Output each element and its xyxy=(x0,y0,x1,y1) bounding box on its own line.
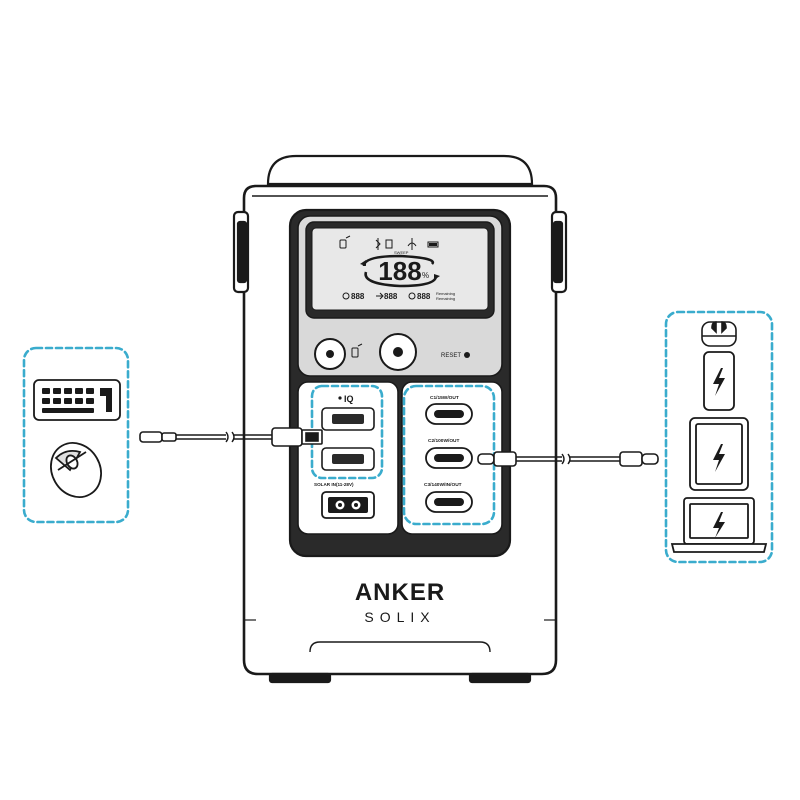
usb-c-cable-icon xyxy=(477,451,659,467)
lcd-content: SWEEP 188 % 888 888 888 Re xyxy=(339,235,455,301)
wifi-icon xyxy=(407,238,417,250)
solar-input-port[interactable] xyxy=(321,491,375,519)
left-side-handle xyxy=(232,210,250,294)
battery-status-icon xyxy=(427,241,439,248)
status-small-text: SWEEP xyxy=(394,250,409,255)
time-readout: 888 xyxy=(417,292,431,301)
percentage-unit: % xyxy=(422,271,429,280)
top-handle xyxy=(266,154,534,186)
brand-anker: ANKER xyxy=(355,579,445,606)
laptop-icon xyxy=(670,497,768,553)
earbuds-icon xyxy=(701,321,737,347)
input-power-readout: 888 xyxy=(351,292,365,301)
reset-label: RESET xyxy=(441,353,461,359)
usb-c3-port[interactable] xyxy=(425,491,473,513)
charge-swoosh-icon xyxy=(362,254,438,288)
output-power-readout: 888 xyxy=(384,292,398,301)
usb-a-header: IQ xyxy=(344,394,354,404)
brand-solix: SOLIX xyxy=(364,609,435,625)
usb-c2-port[interactable] xyxy=(425,447,473,469)
ac-output-icon xyxy=(351,343,363,358)
mouse-icon xyxy=(50,442,102,498)
foot-left xyxy=(268,672,332,684)
usb-c3-label: C3/140W/IN/OUT xyxy=(424,482,462,488)
bluetooth-icon xyxy=(375,238,381,250)
phone-icon xyxy=(703,351,735,411)
usb-a-port-2[interactable] xyxy=(321,447,375,471)
usb-c1-label: C1/15W/OUT xyxy=(430,395,459,401)
speaker-icon xyxy=(385,239,393,249)
input-power-icon xyxy=(342,292,350,300)
solar-input-label: SOLAR IN(11-28V) xyxy=(314,482,354,487)
power-iq-dot-icon xyxy=(338,396,342,400)
tablet-icon xyxy=(689,417,749,491)
lcd-screen xyxy=(311,227,489,311)
output-devices-highlight xyxy=(664,310,774,564)
clock-icon xyxy=(408,292,416,300)
main-power-button[interactable] xyxy=(379,333,417,371)
power-button[interactable] xyxy=(314,338,346,370)
keyboard-icon xyxy=(33,379,121,421)
output-power-icon xyxy=(376,292,384,300)
usb-c1-port[interactable] xyxy=(425,403,473,425)
usb-a-cable-icon xyxy=(139,427,323,447)
main-percentage-readout: 188 xyxy=(378,256,421,286)
reset-button[interactable] xyxy=(464,352,470,358)
usb-c2-label: C2/100W/OUT xyxy=(428,438,460,444)
right-side-handle xyxy=(550,210,568,294)
usb-a-port-1[interactable] xyxy=(321,407,375,431)
music-note-icon xyxy=(339,235,351,249)
input-devices-highlight xyxy=(22,346,130,524)
time-label-bottom: Remaining xyxy=(436,296,455,301)
foot-right xyxy=(468,672,532,684)
time-label-top: Remaining xyxy=(436,291,455,296)
